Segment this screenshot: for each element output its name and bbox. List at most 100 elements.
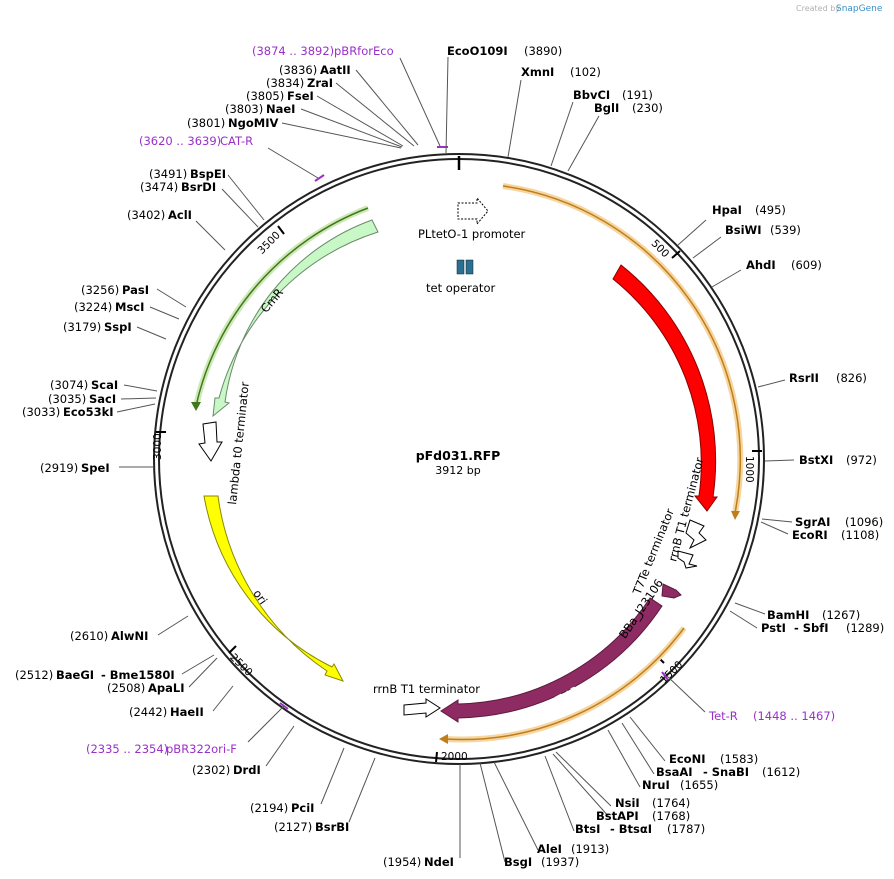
site-psti-pos: (1289) (846, 621, 884, 635)
site-bamhi-name: BamHI (767, 608, 809, 622)
leader-bsrbi (348, 757, 376, 823)
leader-saci (120, 397, 157, 400)
feature-tet-operator-label: tet operator (426, 281, 495, 295)
site-saci-name: SacI (89, 392, 116, 406)
site-ahdi-pos: (609) (791, 258, 822, 272)
primer-tetr-pos: (1448 .. 1467) (753, 709, 835, 723)
orf-mrfp1-arc (502, 185, 742, 514)
site-ecori-name: EcoRI (792, 528, 828, 542)
leader-haeii (212, 685, 234, 712)
leader-bgli (567, 115, 600, 172)
site-alei-name: AleI (537, 842, 562, 856)
site-psti-name: PstI (761, 621, 786, 635)
leader-xmni (507, 79, 522, 158)
site-sgrai-pos: (1096) (845, 515, 883, 529)
site-ahdi-name: AhdI (746, 258, 776, 272)
site-acli-name: AclI (168, 208, 192, 222)
site-eco53ki-pos: (3033) (22, 405, 60, 419)
site-xmni-name: XmnI (521, 65, 554, 79)
site-acli-pos: (3402) (127, 208, 165, 222)
site-spei-name: SpeI (81, 461, 110, 475)
leader-bspei (227, 174, 265, 221)
tick-3500 (277, 225, 285, 235)
feature-rrnb-t1-right-label: rrnB T1 terminator (665, 456, 706, 563)
site-bsrdi-name: BsrDI (181, 180, 216, 194)
site-bsiwi-pos: (539) (770, 223, 801, 237)
feature-lambda-t0-label: lambda t0 terminator (225, 381, 252, 505)
site-rsrii-name: RsrII (789, 371, 819, 385)
site-bstapi-name: BstAPI (596, 809, 639, 823)
primer-pbr322ori-name: pBR322ori-F (166, 742, 237, 756)
site-pcii-pos: (2194) (250, 801, 288, 815)
site-pcii-name: PciI (291, 801, 314, 815)
tick-2000 (435, 751, 438, 763)
leader-alwni (157, 615, 189, 636)
site-fsei-pos: (3805) (246, 89, 284, 103)
leader-eco53ki (116, 403, 156, 413)
feature-rrnb-t1-right (685, 519, 707, 550)
site-scai-name: ScaI (91, 378, 118, 392)
site-bamhi-pos: (1267) (822, 608, 860, 622)
site-bstxi-name: BstXI (799, 453, 833, 467)
tick-500 (671, 250, 681, 259)
feature-cmr (212, 219, 379, 418)
orf-cmr-arc (195, 207, 369, 407)
feature-rrnb-t1-bottom (403, 698, 441, 718)
leader-tetr (666, 675, 706, 713)
orf-tetr-arc (444, 627, 685, 741)
site-msci-name: MscI (115, 300, 144, 314)
leader-lines (116, 56, 795, 863)
restriction-sites: EcoO109I (3890) XmnI (102) BbvCI (191) B… (15, 44, 884, 869)
site-aatii-name: AatII (320, 63, 351, 77)
site-spei-pos: (2919) (40, 461, 78, 475)
leader-sgrai (761, 518, 793, 523)
site-apali-pos: (2508) (107, 681, 145, 695)
feature-pltetO1 (457, 196, 489, 226)
leader-pbrforeco (399, 57, 441, 147)
site-btsi-pos: (1787) (667, 822, 705, 836)
leader-msci (149, 306, 180, 320)
site-scai-pos: (3074) (50, 378, 88, 392)
site-baegi-pos: (2512) (15, 668, 53, 682)
site-zrai-pos: (3834) (266, 76, 304, 90)
site-haeii-name: HaeII (170, 705, 204, 719)
site-haeii-pos: (2442) (129, 705, 167, 719)
leader-acli (195, 220, 226, 251)
feature-bba-j23106 (661, 583, 682, 599)
leader-nsii (555, 751, 612, 807)
site-rsrii-pos: (826) (836, 371, 867, 385)
leader-ecori (760, 521, 789, 535)
feature-lambda-t0 (198, 421, 223, 462)
site-ngomiv-pos: (3801) (187, 116, 225, 130)
primer-pbr322ori-pos: (2335 .. 2354) (86, 742, 168, 756)
site-bbvci-pos: (191) (622, 88, 653, 102)
plasmid-size: 3912 bp (435, 464, 480, 477)
leader-psti (729, 610, 758, 629)
site-eco53ki-name: Eco53kI (63, 405, 114, 419)
leader-ecoo109i (445, 56, 449, 154)
site-apali-name: ApaLI (148, 681, 185, 695)
site-pasi-pos: (3256) (81, 283, 119, 297)
leader-rsrii (757, 379, 786, 388)
site-nrui-pos: (1655) (680, 778, 718, 792)
orf-tetr-arrowhead (439, 734, 448, 744)
site-zrai-name: ZraI (307, 76, 333, 90)
site-nsii-pos: (1764) (652, 796, 690, 810)
site-ecori-pos: (1108) (841, 528, 879, 542)
leader-ahdi (711, 269, 742, 288)
feature-rrnb-t1-right-2 (677, 550, 698, 569)
site-naei-pos: (3803) (225, 102, 263, 116)
feature-tet-operator-block-2 (465, 259, 474, 275)
site-bsrdi-pos: (3474) (140, 180, 178, 194)
site-bsaai-pos: (1612) (762, 765, 800, 779)
leader-econi (629, 716, 666, 762)
site-sspi-name: SspI (104, 320, 132, 334)
leader-baegi (181, 654, 215, 675)
site-bsgi-name: BsgI (504, 855, 532, 869)
primer-pbrforeco-name: pBRforEco (334, 44, 394, 58)
feature-pltetO1-label: PLtetO-1 promoter (418, 227, 526, 241)
site-bstapi-pos: (1768) (652, 809, 690, 823)
leader-bsaai (621, 722, 655, 775)
leader-hpai (677, 219, 707, 246)
